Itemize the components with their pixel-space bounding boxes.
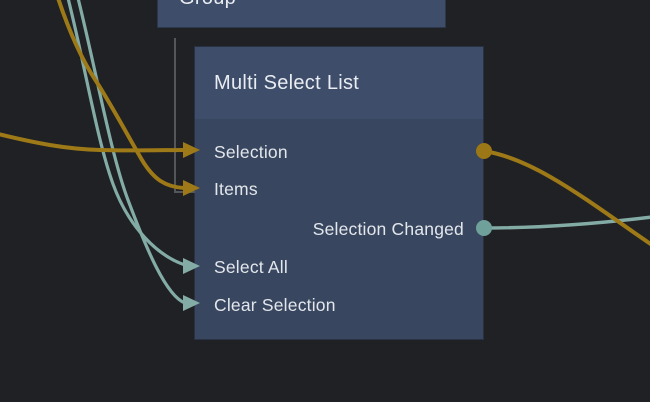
wire-teal-clear-selection[interactable] <box>76 0 186 305</box>
wire-orange-selection-out[interactable] <box>483 149 650 247</box>
multi-select-list-node[interactable]: Multi Select List Selection Items Select… <box>194 46 484 340</box>
multi-select-list-title: Multi Select List <box>214 71 360 94</box>
port-row-items: Items <box>195 172 483 206</box>
wire-teal-selection-changed-out[interactable] <box>483 215 650 230</box>
hierarchy-connector-line[interactable] <box>174 38 195 193</box>
port-row-select-all: Select All <box>195 250 483 284</box>
group-node-title: Group <box>179 0 236 10</box>
multi-select-list-header[interactable]: Multi Select List <box>195 47 483 119</box>
group-node[interactable]: Group <box>157 0 446 28</box>
wire-teal-select-all[interactable] <box>66 0 186 267</box>
wire-orange-items-in[interactable] <box>56 0 185 190</box>
port-label-items: Items <box>214 178 258 199</box>
port-row-clear-selection: Clear Selection <box>195 288 483 322</box>
port-label-select-all: Select All <box>214 256 288 277</box>
wire-orange-selection-in[interactable] <box>0 132 185 153</box>
port-label-clear-selection: Clear Selection <box>214 294 336 315</box>
port-label-selection: Selection <box>214 141 288 162</box>
port-row-selection: Selection <box>195 135 483 169</box>
port-label-selection-changed: Selection Changed <box>312 218 464 239</box>
port-row-selection-changed: Selection Changed <box>195 212 483 246</box>
